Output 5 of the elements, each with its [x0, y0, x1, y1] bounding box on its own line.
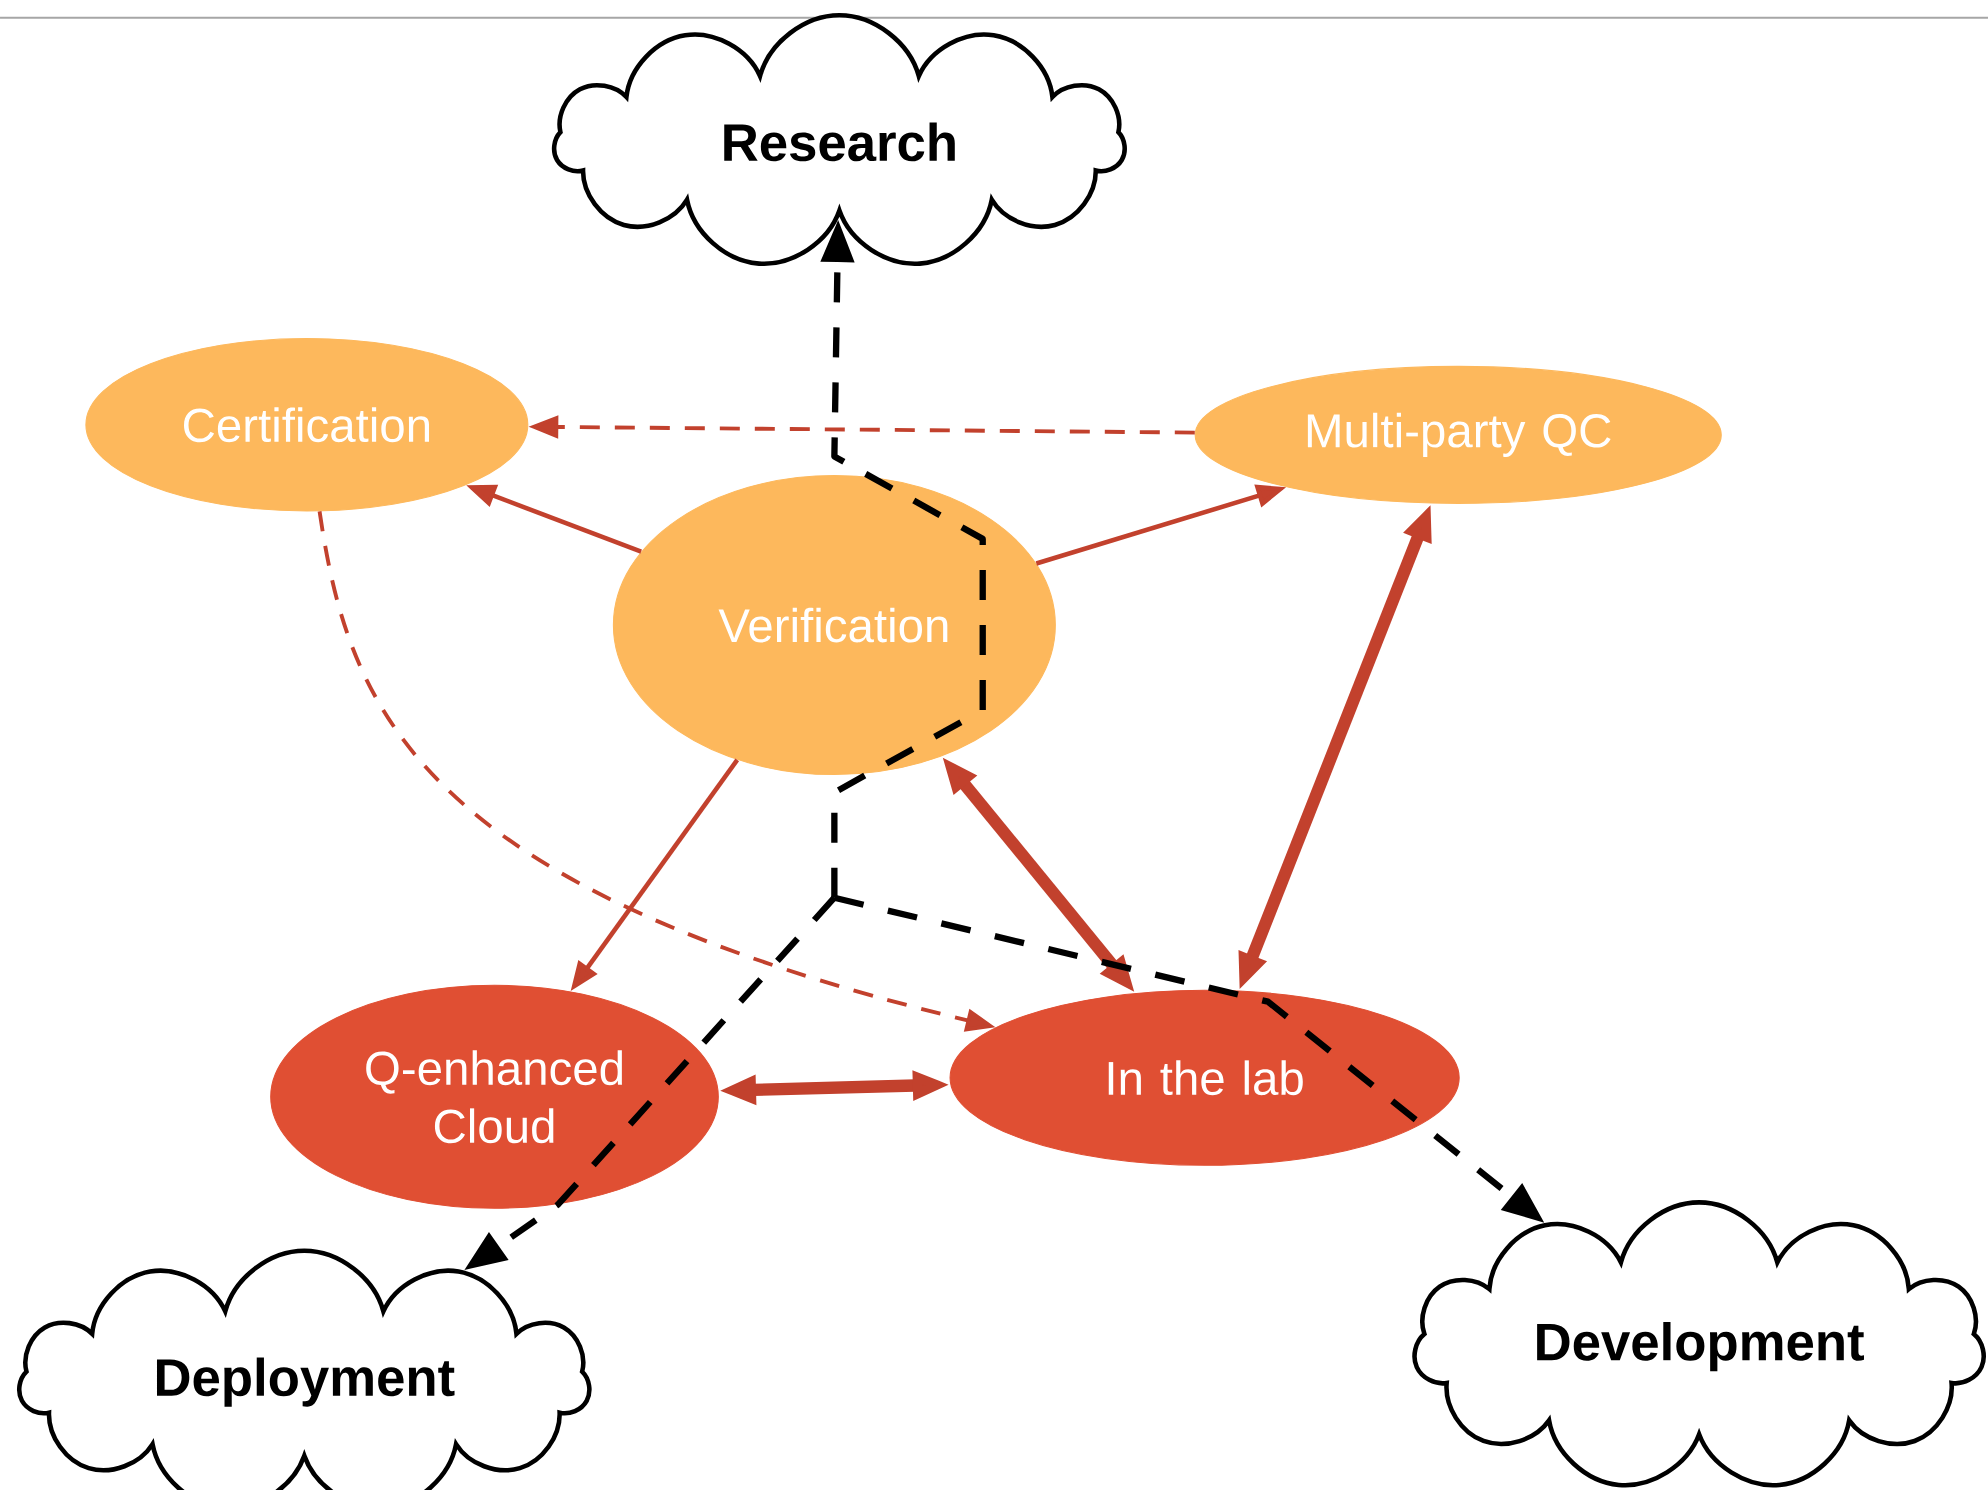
ellipse-node: Verification [612, 475, 1056, 776]
ellipse-node: In the lab [949, 989, 1460, 1166]
ellipse-node: Certification [85, 338, 529, 512]
ellipse-node: Q-enhanced Cloud [270, 984, 719, 1209]
ellipse-node: Multi-party QC [1194, 365, 1722, 504]
